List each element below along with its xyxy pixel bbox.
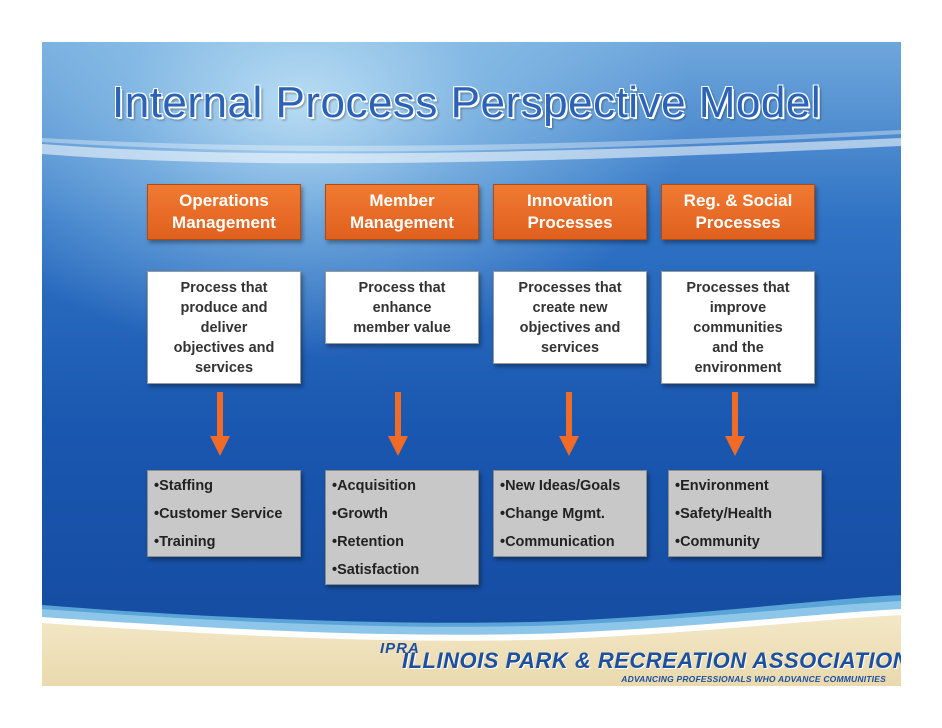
slide-title: Internal Process Perspective Model — [112, 78, 822, 127]
list-operations-management: Staffing Customer Service Training — [147, 470, 301, 557]
description-line: Process that — [358, 280, 446, 296]
list-reg-social-processes: Environment Safety/Health Community — [668, 470, 822, 557]
description-line: Process that — [180, 280, 268, 296]
down-arrow-icon — [559, 392, 579, 456]
description-line: environment — [694, 360, 782, 376]
list-item: Retention — [332, 528, 472, 556]
list-item: Growth — [332, 500, 472, 528]
header-line: Reg. & Social — [683, 191, 793, 210]
description-line: enhance — [372, 300, 432, 316]
description-line: deliver — [200, 320, 248, 336]
logo-name: ILLINOIS PARK & RECREATION ASSOCIATION — [402, 648, 901, 673]
description-line: objectives and — [173, 340, 275, 356]
description-innovation-processes: Processes that create new objectives and… — [493, 271, 647, 364]
list-item: Acquisition — [332, 472, 472, 500]
down-arrow-icon — [210, 392, 230, 456]
header-line: Processes — [695, 213, 781, 232]
logo-tagline: ADVANCING PROFESSIONALS WHO ADVANCE COMM… — [621, 674, 886, 684]
description-line: Processes that — [518, 280, 622, 296]
list-item: New Ideas/Goals — [500, 472, 640, 500]
bottom-wave-decoration — [42, 595, 901, 686]
description-line: and the — [712, 340, 764, 356]
list-item: Community — [675, 528, 815, 556]
description-member-management: Process that enhance member value — [325, 271, 479, 344]
ipra-logo: IPRA ILLINOIS PARK & RECREATION ASSOCIAT… — [380, 640, 901, 686]
description-operations-management: Process that produce and deliver objecti… — [147, 271, 301, 384]
list-innovation-processes: New Ideas/Goals Change Mgmt. Communicati… — [493, 470, 647, 557]
list-item: Environment — [675, 472, 815, 500]
list-item: Safety/Health — [675, 500, 815, 528]
header-line: Member — [369, 191, 435, 210]
description-line: objectives and — [519, 320, 621, 336]
list-item: Satisfaction — [332, 556, 472, 584]
description-line: member value — [353, 320, 451, 336]
header-line: Innovation — [527, 191, 613, 210]
slide: Internal Process Perspective Model Opera… — [42, 42, 901, 686]
description-line: produce and — [180, 300, 268, 316]
header-line: Processes — [527, 213, 613, 232]
down-arrow-icon — [725, 392, 745, 456]
header-line: Management — [172, 213, 276, 232]
description-line: improve — [709, 300, 767, 316]
header-line: Operations — [179, 191, 269, 210]
list-item: Staffing — [154, 472, 294, 500]
description-line: Processes that — [686, 280, 790, 296]
description-line: services — [540, 340, 600, 356]
description-line: communities — [693, 320, 783, 336]
list-item: Change Mgmt. — [500, 500, 640, 528]
description-line: create new — [532, 300, 608, 316]
list-member-management: Acquisition Growth Retention Satisfactio… — [325, 470, 479, 585]
down-arrow-icon — [388, 392, 408, 456]
list-item: Communication — [500, 528, 640, 556]
logo-abbreviation: IPRA — [380, 640, 420, 657]
header-line: Management — [350, 213, 454, 232]
list-item: Training — [154, 528, 294, 556]
description-reg-social-processes: Processes that improve communities and t… — [661, 271, 815, 384]
list-item: Customer Service — [154, 500, 294, 528]
description-line: services — [194, 360, 254, 376]
